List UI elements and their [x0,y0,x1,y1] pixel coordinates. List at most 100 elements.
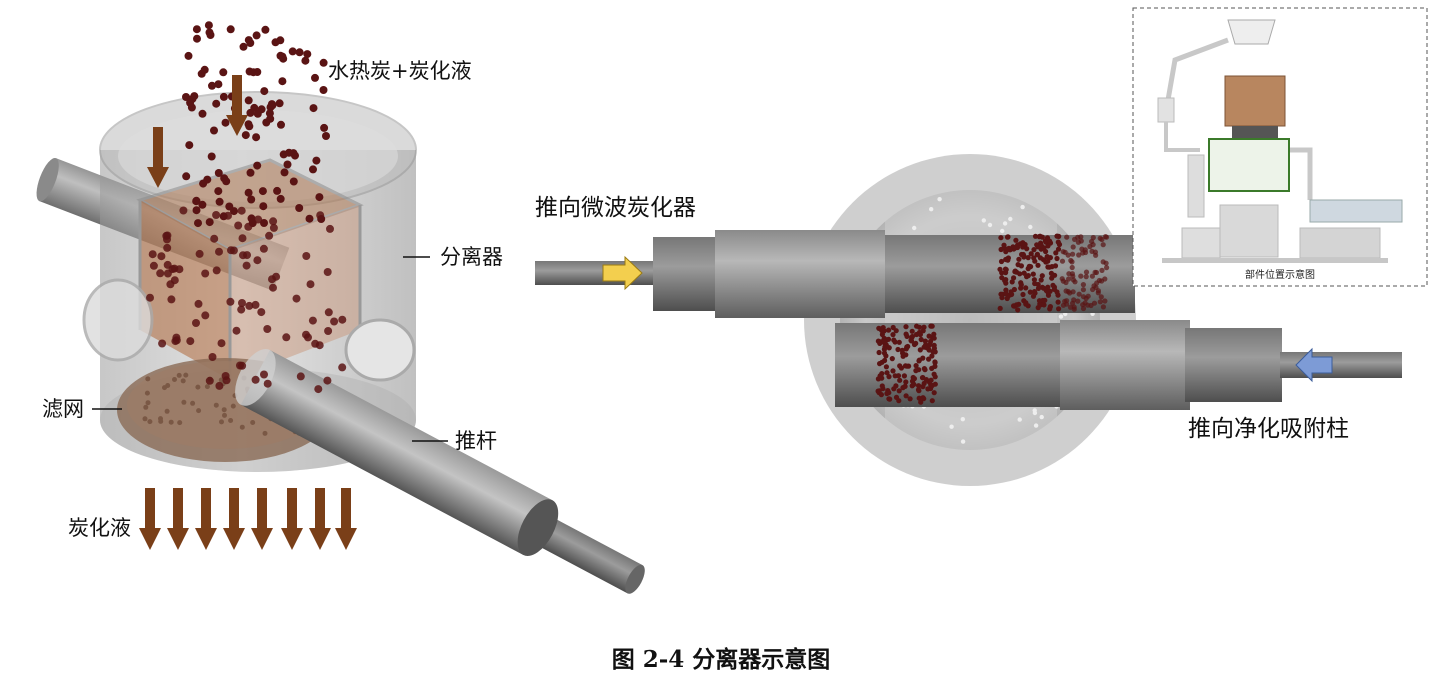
particle [1032,259,1037,264]
particle [238,362,246,370]
particle [1093,250,1098,255]
hole [949,425,953,429]
particle [230,247,238,255]
hole [937,197,941,201]
outflow-arrow [195,488,217,550]
particle [897,363,902,368]
particle [182,172,190,180]
particle [259,187,267,195]
particle [312,157,320,165]
hole [205,384,210,389]
hole [195,385,200,390]
particle [247,169,255,177]
hole [1000,229,1004,233]
particle [920,395,925,400]
hole [1040,415,1044,419]
particle [199,180,207,188]
particle [307,280,315,288]
particle [269,284,277,292]
particle [1041,302,1046,307]
particle [1098,299,1103,304]
particle [212,211,220,219]
particle [157,252,165,260]
particle [175,265,183,273]
particle [220,93,228,101]
hole [183,373,188,378]
particle [1036,286,1041,291]
particle [282,333,290,341]
particle [886,337,891,342]
particle [1070,252,1075,257]
particle [923,339,928,344]
particle [234,222,242,230]
particle [1066,276,1071,281]
particle [222,119,230,127]
particle [213,266,221,274]
particle [226,298,234,306]
particle [201,66,209,74]
particle [925,386,930,391]
particle [932,343,937,348]
particle [1054,256,1059,261]
hole [961,417,965,421]
particle [222,372,230,380]
particle [206,377,214,385]
particle [167,295,175,303]
particle [900,385,905,390]
particle [225,203,233,211]
particle [930,398,935,403]
particle [245,36,253,44]
particle [201,311,209,319]
particle [927,334,932,339]
particle [930,324,935,329]
particle [273,187,281,195]
particle [1056,247,1061,252]
particle [1039,243,1044,248]
particle [1094,280,1099,285]
particle [338,363,346,371]
hole [181,378,186,383]
particle [1045,235,1050,240]
particle [929,353,934,358]
particle [1035,252,1040,257]
port-left [84,280,152,360]
particle [302,252,310,260]
particle [933,349,938,354]
particle [891,325,896,330]
hole [145,391,150,396]
label-feed: 水热炭+炭化液 [328,59,472,83]
particle [309,317,317,325]
particle [896,398,901,403]
hole [165,383,170,388]
outflow-arrow [167,488,189,550]
hole [263,431,268,436]
particle [1048,304,1053,309]
hole [177,420,182,425]
particle [902,373,907,378]
particle [192,319,200,327]
particle [932,336,937,341]
particle [1043,259,1048,264]
particle [1040,273,1045,278]
top-view-frame [885,190,1057,452]
hole [147,419,152,424]
particle [1102,298,1107,303]
particle [1038,234,1043,239]
particle [194,219,202,227]
particle [1026,303,1031,308]
particle [1076,240,1081,245]
particle [893,373,898,378]
particle [884,391,889,396]
particle [877,341,882,346]
particle [912,376,917,381]
particle [185,141,193,149]
particle [1048,255,1053,260]
particle [281,168,289,176]
particle [1070,301,1075,306]
particle [1070,265,1075,270]
particle [245,189,253,197]
hole [190,401,195,406]
particle [917,358,922,363]
particle [1049,276,1054,281]
particle [195,300,203,308]
